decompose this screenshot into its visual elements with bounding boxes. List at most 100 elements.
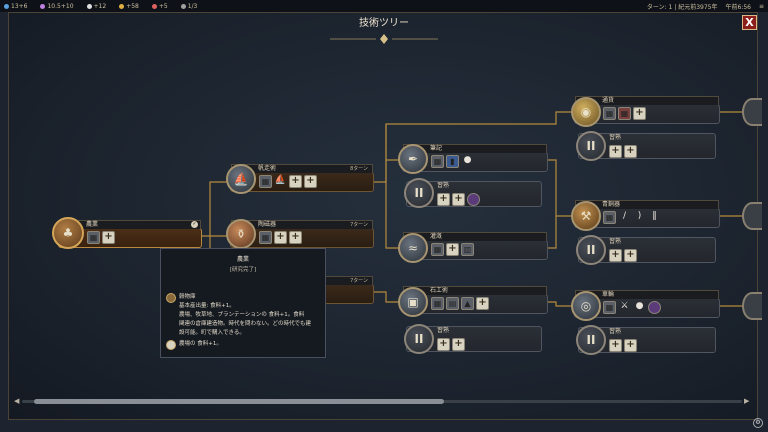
aqueduct-icon[interactable]: ▥ (461, 243, 474, 256)
pottery-medal-icon[interactable]: ⚱ (226, 219, 256, 249)
tech-writing[interactable]: 筆記 ▦ ▮ ● (402, 144, 548, 172)
tech-irrigation[interactable]: 灌漑 ▦ + ▥ (402, 232, 548, 260)
mastery-numeral[interactable]: II (576, 235, 606, 265)
plus-icon[interactable]: + (446, 243, 459, 256)
mastery-label: 習熟 (437, 327, 450, 334)
plus-icon[interactable]: + (624, 249, 637, 262)
tooltip-line: 設可能。町で購入できる。 (179, 330, 245, 336)
plus-icon[interactable]: + (609, 145, 622, 158)
chariot-icon[interactable]: ⚔ (620, 301, 629, 311)
plus-icon[interactable]: + (289, 231, 302, 244)
tech-agriculture[interactable]: 農業 ✓ ▦ + (58, 220, 202, 248)
plus-icon[interactable]: + (476, 297, 489, 310)
tech-name: 通貨 (602, 97, 615, 104)
mastery-numeral[interactable]: II (576, 325, 606, 355)
plus-icon[interactable]: + (452, 193, 465, 206)
plus-icon[interactable]: + (633, 107, 646, 120)
monument-icon[interactable]: ▲ (461, 297, 474, 310)
science-building-icon[interactable]: ▮ (446, 155, 459, 168)
scroll-right-icon[interactable]: ▶ (744, 397, 750, 405)
plus-icon[interactable]: + (609, 249, 622, 262)
plus-icon[interactable]: + (609, 339, 622, 352)
tech-currency[interactable]: 通貨 ▦ ▦ + (574, 96, 720, 124)
lightbulb-icon[interactable]: ● (463, 155, 472, 165)
mastery-numeral[interactable]: II (404, 324, 434, 354)
tooltip-line: 関連の倉庫建造物。時代を問わない。どの時代でも建 (179, 321, 312, 327)
mastery-numeral[interactable]: II (404, 178, 434, 208)
culture-icon (40, 3, 46, 9)
wall-icon[interactable]: ▦ (431, 297, 444, 310)
pottery-building-icon[interactable]: ▦ (259, 231, 272, 244)
tech-name: 帆走術 (258, 165, 277, 172)
currency-medal-icon[interactable]: ◉ (571, 97, 601, 127)
mastery-label: 習熟 (437, 182, 450, 189)
mastery-numeral[interactable]: II (576, 131, 606, 161)
turns-label: 8ターン (350, 166, 368, 172)
wheel-medal-icon[interactable]: ◎ (571, 291, 601, 321)
workshop-icon[interactable]: ▦ (603, 301, 616, 314)
plus-icon[interactable]: + (304, 175, 317, 188)
close-button[interactable]: X (742, 15, 757, 30)
agriculture-medal-icon[interactable]: ♣ (52, 217, 84, 249)
settings-corner-icon[interactable]: ⚙ (753, 418, 763, 428)
spear-icon[interactable]: / (622, 211, 627, 221)
plus-icon[interactable]: + (274, 231, 287, 244)
science-resource[interactable]: 13+6 (4, 3, 27, 10)
plus-icon[interactable]: + (437, 338, 450, 351)
cart-icon[interactable]: ● (635, 301, 644, 311)
scrollbar-thumb[interactable] (34, 399, 444, 404)
tech-name: 石工術 (430, 287, 449, 294)
harbor-icon[interactable]: ▦ (259, 175, 272, 188)
quarry-icon[interactable]: ▤ (446, 297, 459, 310)
culture-resource[interactable]: 10.5+10 (40, 3, 74, 10)
tourism-resource[interactable]: 1/3 (180, 3, 197, 10)
barracks-icon[interactable]: ▦ (603, 211, 616, 224)
tech-name: 陶磁器 (258, 221, 277, 228)
plus-icon[interactable]: + (289, 175, 302, 188)
farm-icon[interactable]: ▦ (431, 243, 444, 256)
gold-building-icon[interactable]: ▦ (618, 107, 631, 120)
faith-icon (86, 3, 92, 9)
purple-resource-icon[interactable] (467, 193, 480, 206)
purple-resource-icon[interactable] (648, 301, 661, 314)
bronze-medal-icon[interactable]: ⚒ (571, 201, 601, 231)
market-icon[interactable]: ▦ (603, 107, 616, 120)
plus-icon (166, 340, 176, 350)
sailing-medal-icon[interactable]: ⛵ (226, 164, 256, 194)
clock-label: 午前6:56 (725, 3, 751, 11)
tooltip-title: 農業 (236, 256, 249, 263)
plus-icon[interactable]: + (452, 338, 465, 351)
writing-medal-icon[interactable]: ✒ (398, 144, 428, 174)
tech-sailing[interactable]: 帆走術 8ターン ▦ ⛵ + + (230, 164, 374, 192)
turn-label: ターン: 1 | 紀元前3975年 (646, 3, 718, 11)
plus-icon[interactable]: + (624, 145, 637, 158)
library-icon[interactable]: ▦ (431, 155, 444, 168)
faith-resource[interactable]: +12 (86, 3, 106, 10)
irrigation-medal-icon[interactable]: ≈ (398, 233, 428, 263)
bars-icon[interactable]: ‖ (652, 211, 657, 221)
plus-icon[interactable]: + (624, 339, 637, 352)
gold-icon (119, 3, 125, 9)
menu-icon[interactable]: ≡ (758, 2, 764, 10)
happiness-resource[interactable]: +5 (151, 3, 168, 10)
dialog-title: 技術ツリー (359, 18, 409, 29)
bow-icon[interactable]: ) (637, 211, 642, 221)
next-tech-medal[interactable] (742, 202, 762, 230)
next-tech-medal[interactable] (742, 98, 762, 126)
granary-icon (166, 293, 176, 303)
granary-icon[interactable]: ▦ (87, 231, 100, 244)
tech-bronze-working[interactable]: 青銅器 ▦ / ) ‖ (574, 200, 720, 228)
plus-icon[interactable]: + (437, 193, 450, 206)
tooltip-line: 基本産出量: 食料+1。 (179, 303, 235, 309)
building-name: 穀物庫 (179, 294, 196, 300)
gold-resource[interactable]: +58 (119, 3, 139, 10)
boat-icon[interactable]: ⛵ (274, 175, 287, 185)
plus-icon[interactable]: + (102, 231, 115, 244)
masonry-medal-icon[interactable]: ▣ (398, 287, 428, 317)
turns-label: 7ターン (350, 278, 368, 284)
next-tech-medal[interactable] (742, 292, 762, 320)
scroll-left-icon[interactable]: ◀ (14, 397, 20, 405)
tech-name: 青銅器 (602, 201, 621, 208)
mastery-label: 習熟 (609, 328, 622, 335)
